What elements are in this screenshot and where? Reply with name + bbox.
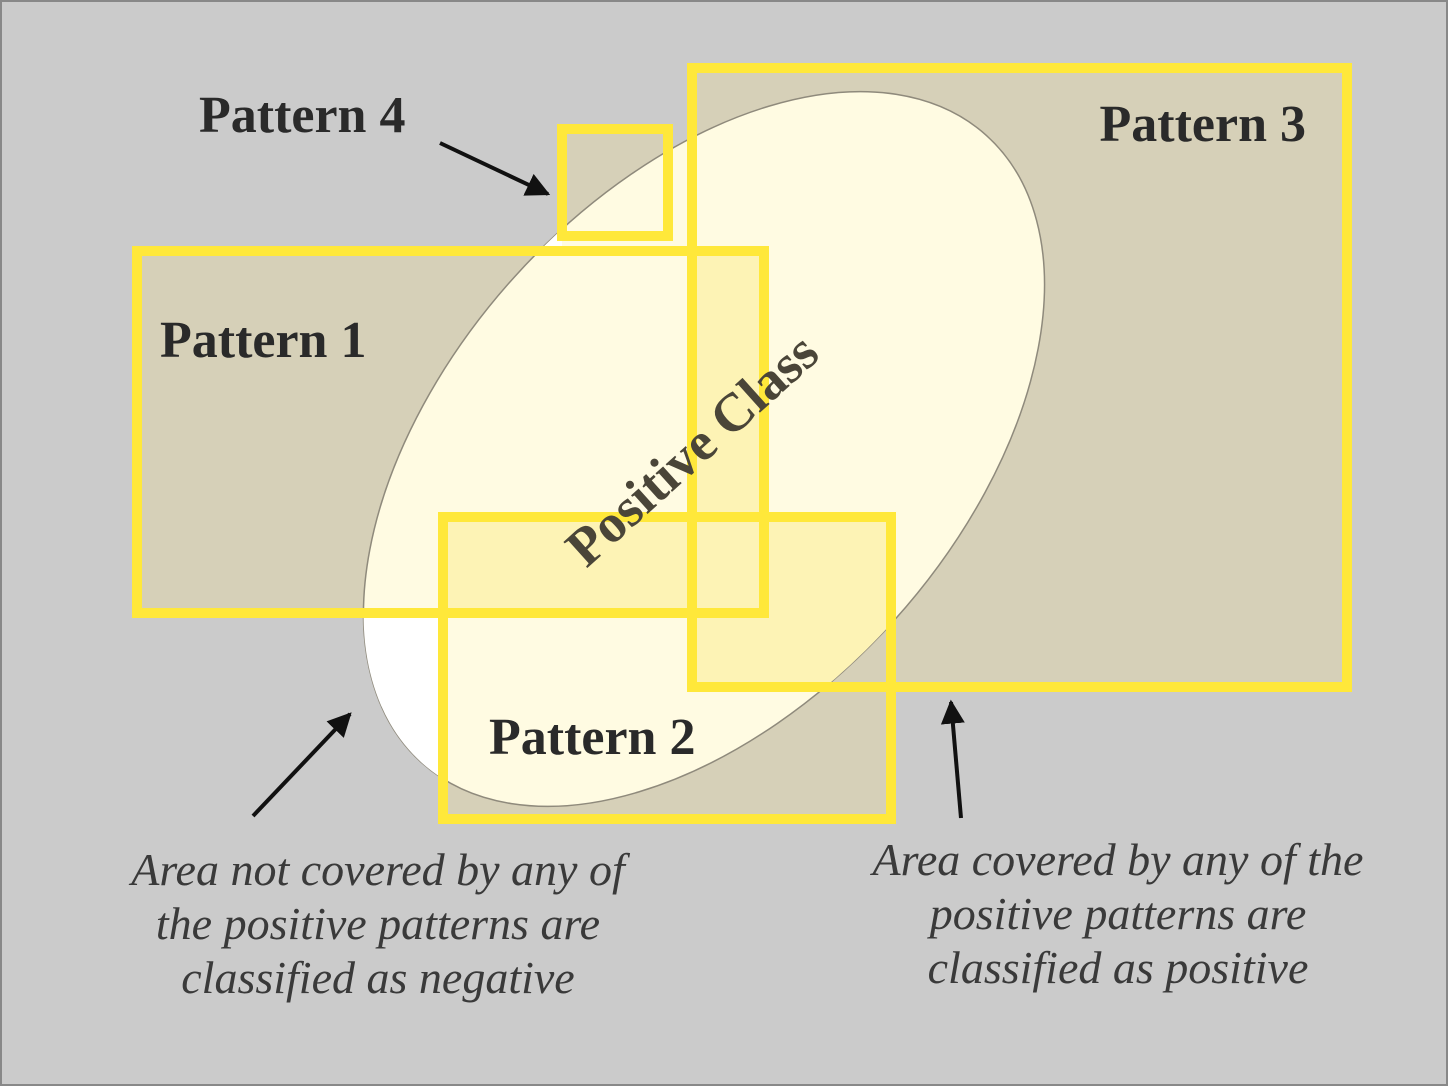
pattern-3-box xyxy=(687,63,1352,692)
arrows xyxy=(251,141,965,819)
pattern-1-label: Pattern 1 xyxy=(160,312,366,369)
covered-area-arrow xyxy=(940,699,965,819)
pattern-borders xyxy=(132,63,1352,824)
pattern-3-label: Pattern 3 xyxy=(1100,96,1306,153)
pattern-1-box xyxy=(132,246,769,618)
pattern-2-box xyxy=(438,512,896,824)
pattern-4-box xyxy=(557,124,673,241)
covered-note-line-2: positive patterns are xyxy=(927,888,1306,939)
pattern-2-label: Pattern 2 xyxy=(489,709,695,766)
pattern-4-arrow xyxy=(439,141,551,196)
uncovered-note-line-2: the positive patterns are xyxy=(156,898,600,949)
uncovered-area-arrow xyxy=(251,712,352,818)
covered-note: Area covered by any of the positive patt… xyxy=(870,834,1364,993)
uncovered-note-line-1: Area not covered by any of xyxy=(128,844,631,895)
pattern-4-label: Pattern 4 xyxy=(199,87,405,144)
covered-areas xyxy=(443,251,891,687)
uncovered-note: Area not covered by any of the positive … xyxy=(128,844,631,1003)
uncovered-note-line-3: classified as negative xyxy=(181,952,574,1003)
covered-note-line-3: classified as positive xyxy=(928,942,1309,993)
covered-note-line-1: Area covered by any of the xyxy=(870,834,1364,885)
